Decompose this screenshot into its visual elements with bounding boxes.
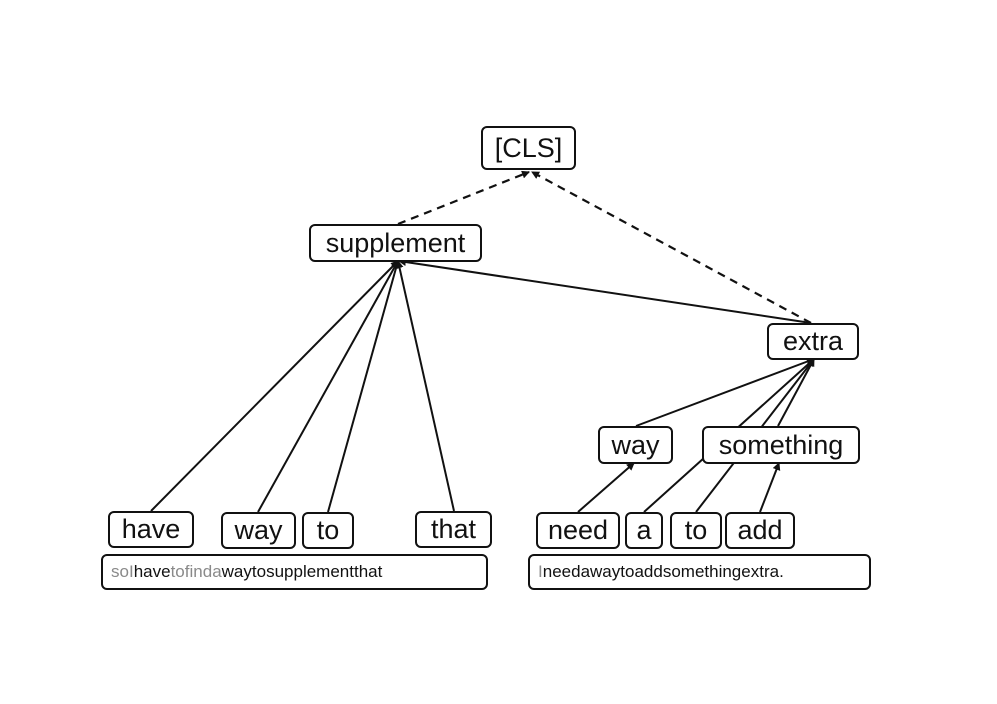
sentence-word: to [620, 562, 635, 581]
sentence-word: . [779, 562, 784, 581]
edge-that-to-supplement [395, 260, 455, 512]
node-to-left: to [302, 512, 354, 549]
sentence-word: find [184, 562, 213, 581]
sentence-word: supplement [266, 562, 354, 581]
node-supplement: supplement [309, 224, 482, 262]
node-add: add [725, 512, 795, 549]
node-that: that [415, 511, 492, 548]
sentence-word: I [128, 562, 134, 581]
node-cls: [CLS] [481, 126, 576, 170]
edge-need-to-way [577, 462, 635, 513]
node-need: need [536, 512, 620, 549]
edge-to-to-supplement [327, 260, 400, 513]
sentence-word: have [133, 562, 171, 581]
sentence-word: a [212, 562, 222, 581]
edge-way-to-supplement [257, 260, 399, 513]
edge-have-to-supplement [150, 260, 399, 512]
sentence-word: way [590, 562, 621, 581]
node-way-left: way [221, 512, 296, 549]
edge-extra-to-supplement [398, 258, 812, 324]
node-extra: extra [767, 323, 859, 360]
sentence-word: so [111, 562, 129, 581]
sentence-box-right: I need a way to add something extra . [528, 554, 871, 590]
sentence-word: way [221, 562, 252, 581]
sentence-word: a [580, 562, 591, 581]
sentence-word: to [170, 562, 185, 581]
edge-way-to-extra [635, 357, 815, 427]
edge-extra-to-cls [531, 171, 812, 324]
node-way-middle: way [598, 426, 673, 464]
node-a: a [625, 512, 663, 549]
sentence-word: something [662, 562, 742, 581]
sentence-word: that [353, 562, 383, 581]
node-have: have [108, 511, 194, 548]
edge-add-to-something [759, 462, 781, 513]
node-something: something [702, 426, 860, 464]
node-to-right: to [670, 512, 722, 549]
sentence-word: to [251, 562, 267, 581]
sentence-word: need [542, 562, 581, 581]
sentence-word: extra [741, 562, 780, 581]
sentence-word: add [634, 562, 663, 581]
edge-supplement-to-cls [397, 170, 530, 226]
sentence-word: I [538, 562, 543, 581]
edge-something-to-extra [777, 358, 815, 427]
sentence-box-left: so I have to find a way to supplement th… [101, 554, 488, 590]
